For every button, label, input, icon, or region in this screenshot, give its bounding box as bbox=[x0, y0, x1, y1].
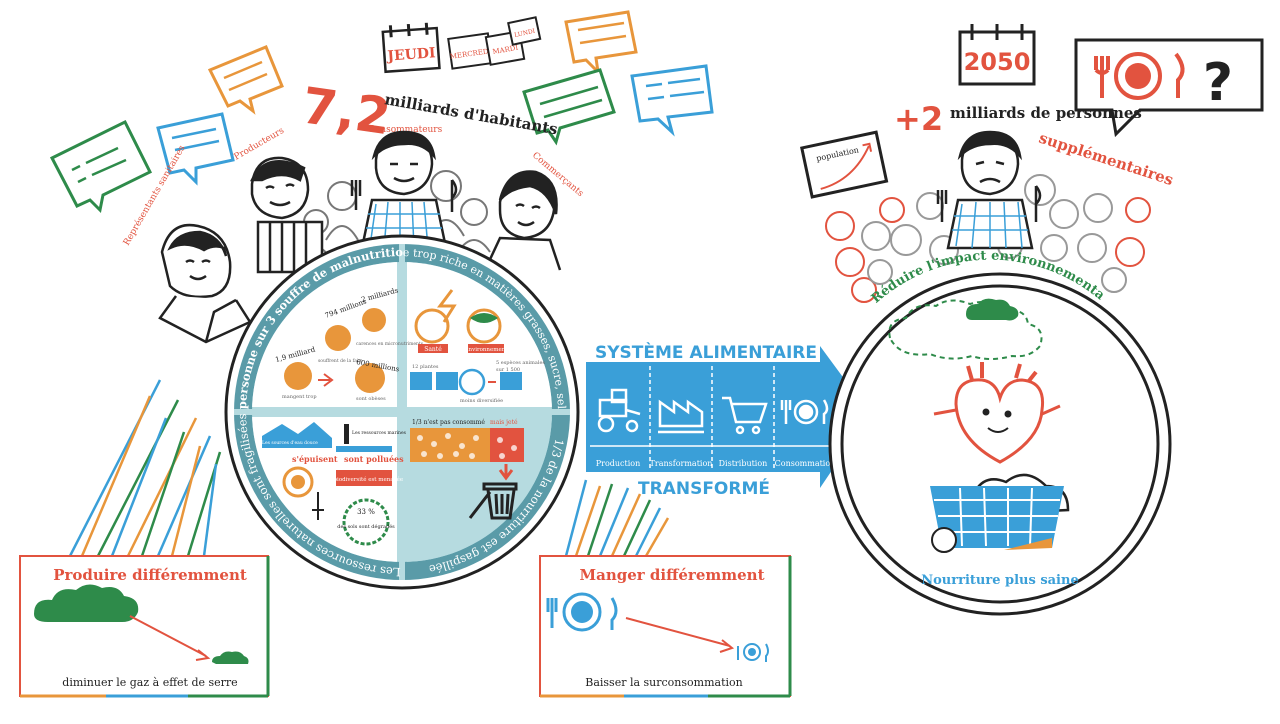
rays-left bbox=[68, 379, 222, 557]
question-mark: ? bbox=[1203, 53, 1233, 113]
step-transformation: Transformation bbox=[650, 459, 713, 468]
calendar-2050: 2050 bbox=[958, 24, 1036, 86]
plate-large-icon bbox=[546, 592, 618, 632]
label-especes: 5 espèces animales bbox=[496, 359, 545, 366]
produce-caption: diminuer le gaz à effet de serre bbox=[62, 676, 237, 689]
speech-bubble-green bbox=[49, 119, 153, 214]
speech-bubble-orange-right bbox=[564, 10, 638, 77]
stat-794-sub: souffrent de la faim bbox=[318, 358, 363, 364]
label-sante: Santé bbox=[424, 346, 442, 353]
calendar-jeudi: JEUDI bbox=[381, 22, 441, 74]
population-future-label: milliards de personnes bbox=[950, 104, 1142, 122]
box-produce: Produire différemment diminuer le gaz à … bbox=[19, 555, 270, 698]
stat-2-sub: carences en micronutriments bbox=[356, 341, 424, 347]
small-green-cloud-icon bbox=[966, 298, 1019, 321]
label-s-epuisent: s'épuisent bbox=[292, 454, 338, 464]
fork-icon bbox=[1094, 56, 1110, 98]
population-current-number: 7,2 bbox=[298, 76, 394, 146]
system-title: SYSTÈME ALIMENTAIRE bbox=[595, 341, 817, 363]
plate-icon bbox=[780, 399, 829, 425]
step-distribution: Distribution bbox=[719, 459, 768, 468]
label-vegetales: 12 plantes bbox=[412, 364, 439, 370]
system-subtitle: TRANSFORMÉ bbox=[638, 477, 770, 499]
person-future-consumer bbox=[936, 130, 1042, 250]
cart-icon bbox=[722, 396, 768, 435]
label-sont-polluees: sont polluées bbox=[344, 454, 404, 464]
label-environnement: Environnement bbox=[465, 347, 509, 353]
label-eau-douce: Les sources d'eau douce bbox=[262, 440, 318, 446]
year-2050: 2050 bbox=[964, 48, 1031, 76]
label-sols-text: des sols sont dégradés bbox=[337, 523, 395, 530]
healthier-food: Nourriture plus saine bbox=[921, 573, 1078, 588]
speech-bubble-green-right bbox=[522, 68, 616, 146]
factory-icon bbox=[658, 399, 704, 434]
dish-icon bbox=[1114, 52, 1162, 100]
food-plate: 1 personne sur 3 souffre de malnutrition… bbox=[0, 0, 580, 590]
cloud-small-icon bbox=[212, 651, 249, 664]
population-future-label2: supplémentaires bbox=[1037, 129, 1176, 189]
label-consommateurs: Consommateurs bbox=[368, 125, 443, 135]
person-commercant bbox=[484, 170, 562, 271]
eat-caption: Baisser la surconsommation bbox=[585, 676, 742, 689]
produce-title: Produire différemment bbox=[53, 566, 247, 584]
heart-character-icon bbox=[933, 362, 1061, 464]
vegetable-basket-icon bbox=[930, 473, 1070, 553]
calendar-mercredi: MERCREDI bbox=[447, 32, 494, 70]
label-especes-sub: sur 1 500 bbox=[496, 367, 520, 373]
dashed-cloud-icon bbox=[888, 299, 1043, 360]
label-not-consumed: 1/3 n'est pas consommé bbox=[412, 419, 485, 426]
person-sanitaire bbox=[158, 223, 252, 344]
speech-bubble-orange-left bbox=[207, 45, 284, 115]
quadrant-resources: Les sources d'eau douce s'épuisent Les r… bbox=[262, 422, 407, 546]
speech-bubble-blue-right bbox=[630, 64, 714, 137]
cloud-large-icon bbox=[34, 584, 139, 622]
speech-bubble-blue-left bbox=[156, 112, 235, 186]
box-eat: Manger différemment Baisser la surconsom… bbox=[539, 555, 792, 698]
calendar-lundi-label: LUNDI bbox=[514, 28, 537, 39]
population-chart: population bbox=[800, 130, 889, 199]
tractor-icon bbox=[597, 388, 641, 433]
population-future-number: +2 bbox=[894, 100, 943, 138]
label-sols-pct: 33 % bbox=[357, 508, 375, 516]
quadrant-diet: Santé Environnement 12 plantes 5 espèces… bbox=[410, 289, 545, 404]
label-biodiversite: La biodiversité est menacée bbox=[325, 476, 403, 483]
step-production: Production bbox=[596, 459, 641, 468]
label-mais-jete: mais jeté bbox=[490, 419, 518, 426]
calendar-jeudi-label: JEUDI bbox=[385, 45, 436, 64]
label-ressources-marines: Les ressources marines bbox=[352, 430, 407, 436]
plate-small-icon bbox=[737, 643, 769, 662]
calendar-lundi: LUNDI bbox=[507, 16, 542, 46]
eat-title: Manger différemment bbox=[580, 566, 765, 584]
label-moins-diversifiee: moins diversifiée bbox=[460, 397, 503, 404]
speech-bubble-question: ? bbox=[1074, 38, 1264, 138]
rays-right bbox=[564, 479, 670, 557]
quadrant-waste: 1/3 n'est pas consommé mais jeté bbox=[410, 419, 524, 520]
knife-icon bbox=[1174, 52, 1185, 98]
step-consommation: Consommation bbox=[775, 459, 836, 468]
stat-600-sub: sont obèses bbox=[356, 395, 386, 402]
system-arrow: SYSTÈME ALIMENTAIRE Production Transf bbox=[586, 341, 870, 499]
trash-bin-icon bbox=[468, 482, 518, 520]
stat-19-sub: mangent trop bbox=[282, 394, 317, 400]
